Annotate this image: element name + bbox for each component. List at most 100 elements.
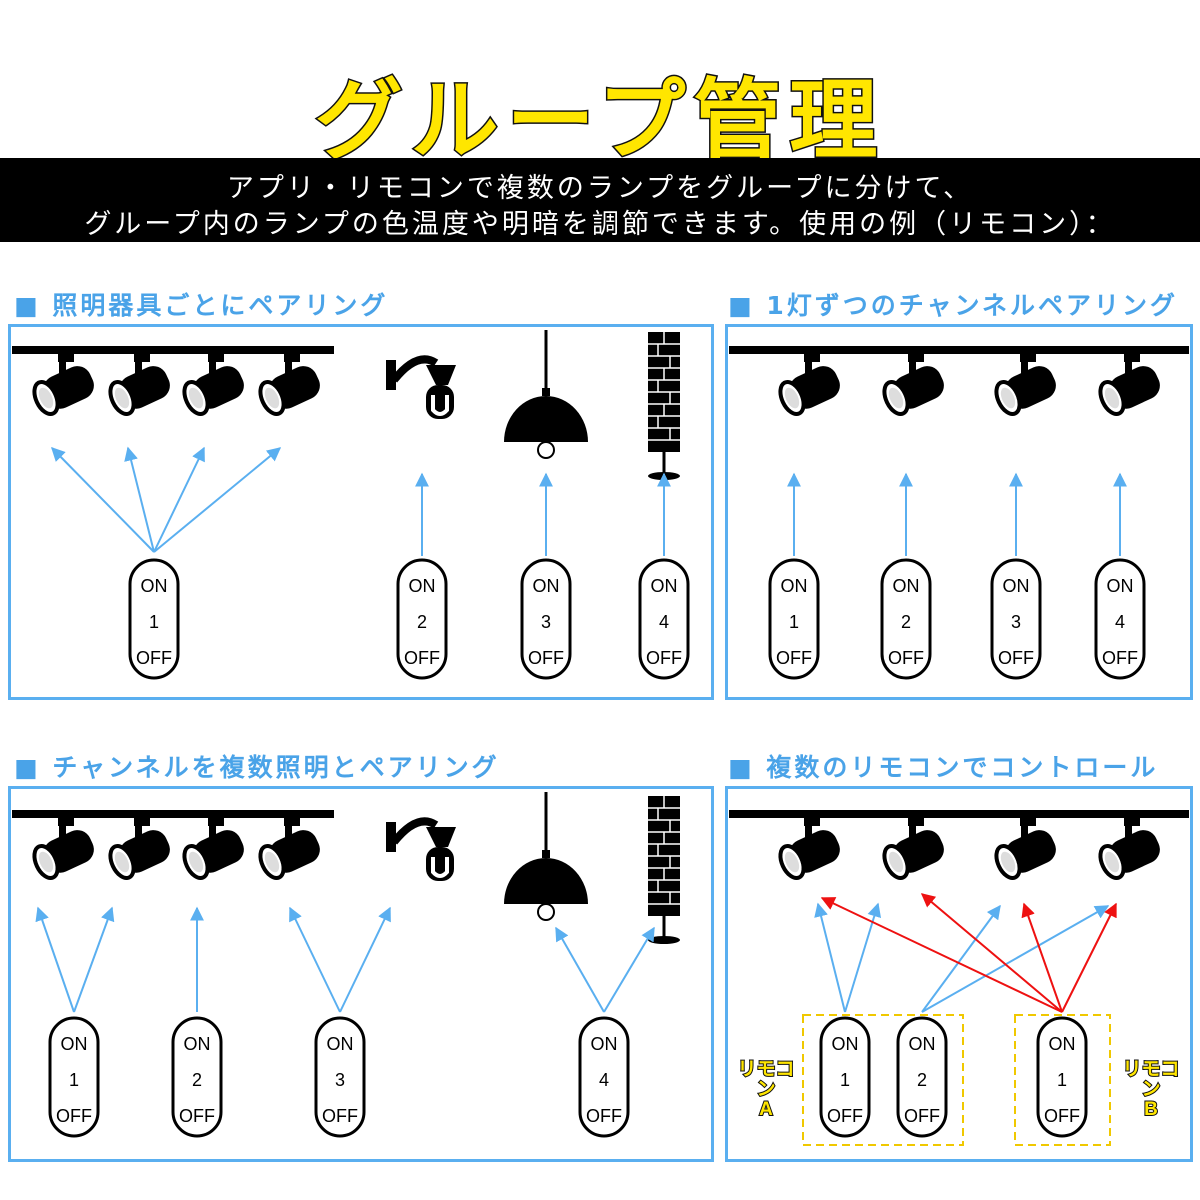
panel2-illustrations [729, 346, 1189, 420]
spotlight-icon [253, 352, 327, 420]
wall-lamp-icon [386, 359, 456, 419]
remote-channel-number: 4 [659, 612, 669, 632]
spotlight-icon [253, 816, 327, 884]
remote-a-tag-name: リモコン [736, 1059, 795, 1101]
panel-per-fixture [8, 324, 714, 700]
spotlight-icon [989, 352, 1063, 420]
remote-on-label: ON [781, 576, 808, 596]
remote-b-tag-letter: B [1143, 1099, 1159, 1121]
remote-channel-number: 4 [599, 1070, 609, 1090]
remote-off-label: OFF [646, 648, 682, 668]
panel2-arrows [787, 472, 1127, 556]
remote-off-label: OFF [179, 1106, 215, 1126]
spotlight-icon [1093, 352, 1167, 420]
panel-channel-multi [8, 786, 714, 1162]
panel3-arrows [35, 906, 655, 1013]
panel4-red-arrows [820, 893, 1117, 1013]
spotlight-icon [989, 816, 1063, 884]
remote-channel-number: 1 [789, 612, 799, 632]
remote-body [314, 1016, 366, 1138]
remote-body [578, 1016, 630, 1138]
remote-a-tag-letter: A [758, 1099, 774, 1121]
pendant-lamp-icon [502, 328, 590, 460]
remote-on-label: ON [591, 1034, 618, 1054]
remote-channel-number: 1 [69, 1070, 79, 1090]
remote-channel-number: 3 [541, 612, 551, 632]
remote-off-label: OFF [528, 648, 564, 668]
remote-off-label: OFF [136, 648, 172, 668]
remote-b-tag-name: リモコン [1121, 1059, 1180, 1101]
section-label-per-light: ■ 1灯ずつのチャンネルペアリング [728, 291, 1178, 320]
spotlight-icon [177, 816, 251, 884]
remote-off-label: OFF [1044, 1106, 1080, 1126]
remote-off-label: OFF [404, 648, 440, 668]
page-title: グループ管理 [313, 68, 886, 174]
remote-channel-number: 2 [901, 612, 911, 632]
panel1-arrows [51, 446, 671, 556]
section-label-per-fixture: ■ 照明器具ごとにペアリング [14, 291, 389, 320]
remote-body [768, 558, 820, 680]
remote-channel-number: 1 [149, 612, 159, 632]
section-label-channel-multi: ■ チャンネルを複数照明とペアリング [14, 753, 500, 782]
remote-body [896, 1016, 948, 1138]
spotlight-icon [103, 816, 177, 884]
remote-off-label: OFF [904, 1106, 940, 1126]
banner-line-2: グループ内のランプの色温度や明暗を調節できます。使用の例（リモコン）： [84, 209, 1116, 240]
remote-off-label: OFF [888, 648, 924, 668]
remote-off-label: OFF [827, 1106, 863, 1126]
remote-on-label: ON [141, 576, 168, 596]
remote-on-label: ON [1003, 576, 1030, 596]
remote-channel-number: 1 [840, 1070, 850, 1090]
track-rail [729, 810, 1189, 818]
panel3-illustrations [12, 790, 682, 946]
remote-channel-number: 2 [917, 1070, 927, 1090]
remote-channel-number: 3 [1011, 612, 1021, 632]
remote-off-label: OFF [586, 1106, 622, 1126]
remote-on-label: ON [832, 1034, 859, 1054]
spotlight-icon [27, 816, 101, 884]
remote-group-a-box [802, 1014, 964, 1146]
banner-line-1: アプリ・リモコンで複数のランプをグループに分けて、 [226, 173, 974, 204]
remote-channel-number: 3 [335, 1070, 345, 1090]
remote-channel-number: 1 [1057, 1070, 1067, 1090]
spotlight-icon [1093, 816, 1167, 884]
panel4-illustrations [729, 810, 1189, 884]
wall-lamp-icon [386, 821, 456, 881]
floor-lamp-icon [646, 794, 682, 946]
remote-on-label: ON [409, 576, 436, 596]
track-rail [729, 346, 1189, 354]
remote-body [48, 1016, 100, 1138]
spotlight-icon [103, 352, 177, 420]
remote-body [1036, 1016, 1088, 1138]
remote-off-label: OFF [322, 1106, 358, 1126]
remote-on-label: ON [909, 1034, 936, 1054]
remote-on-label: ON [533, 576, 560, 596]
remote-body [990, 558, 1042, 680]
section-label-multi-remote: ■ 複数のリモコンでコントロール [728, 753, 1159, 782]
description-banner: アプリ・リモコンで複数のランプをグループに分けて、 グループ内のランプの色温度や… [0, 158, 1200, 242]
panel-multi-remote [725, 786, 1193, 1162]
remote-body [1094, 558, 1146, 680]
remote-channel-number: 2 [192, 1070, 202, 1090]
remote-a-tag: リモコン A [730, 1059, 802, 1121]
spotlight-icon [773, 352, 847, 420]
remote-on-label: ON [893, 576, 920, 596]
remote-b-tag: リモコン B [1114, 1059, 1188, 1121]
spotlight-icon [177, 352, 251, 420]
remote-channel-number: 2 [417, 612, 427, 632]
remote-body [396, 558, 448, 680]
remote-body [171, 1016, 223, 1138]
